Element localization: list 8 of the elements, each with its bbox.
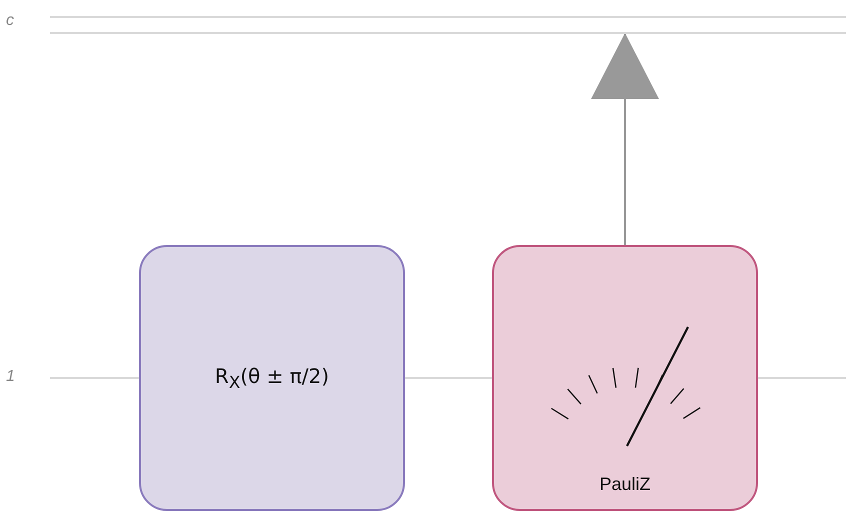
wire-label: 1 xyxy=(6,368,15,386)
wire-label: c xyxy=(6,12,14,30)
rotation-gate xyxy=(139,245,405,511)
measurement-arrow xyxy=(591,33,659,245)
wire-line xyxy=(405,377,492,379)
gate-label: PauliZ xyxy=(599,474,651,495)
measurement-gate xyxy=(492,245,758,511)
gate-formula: R$_{X}$(θ ± π/2) xyxy=(214,364,330,392)
